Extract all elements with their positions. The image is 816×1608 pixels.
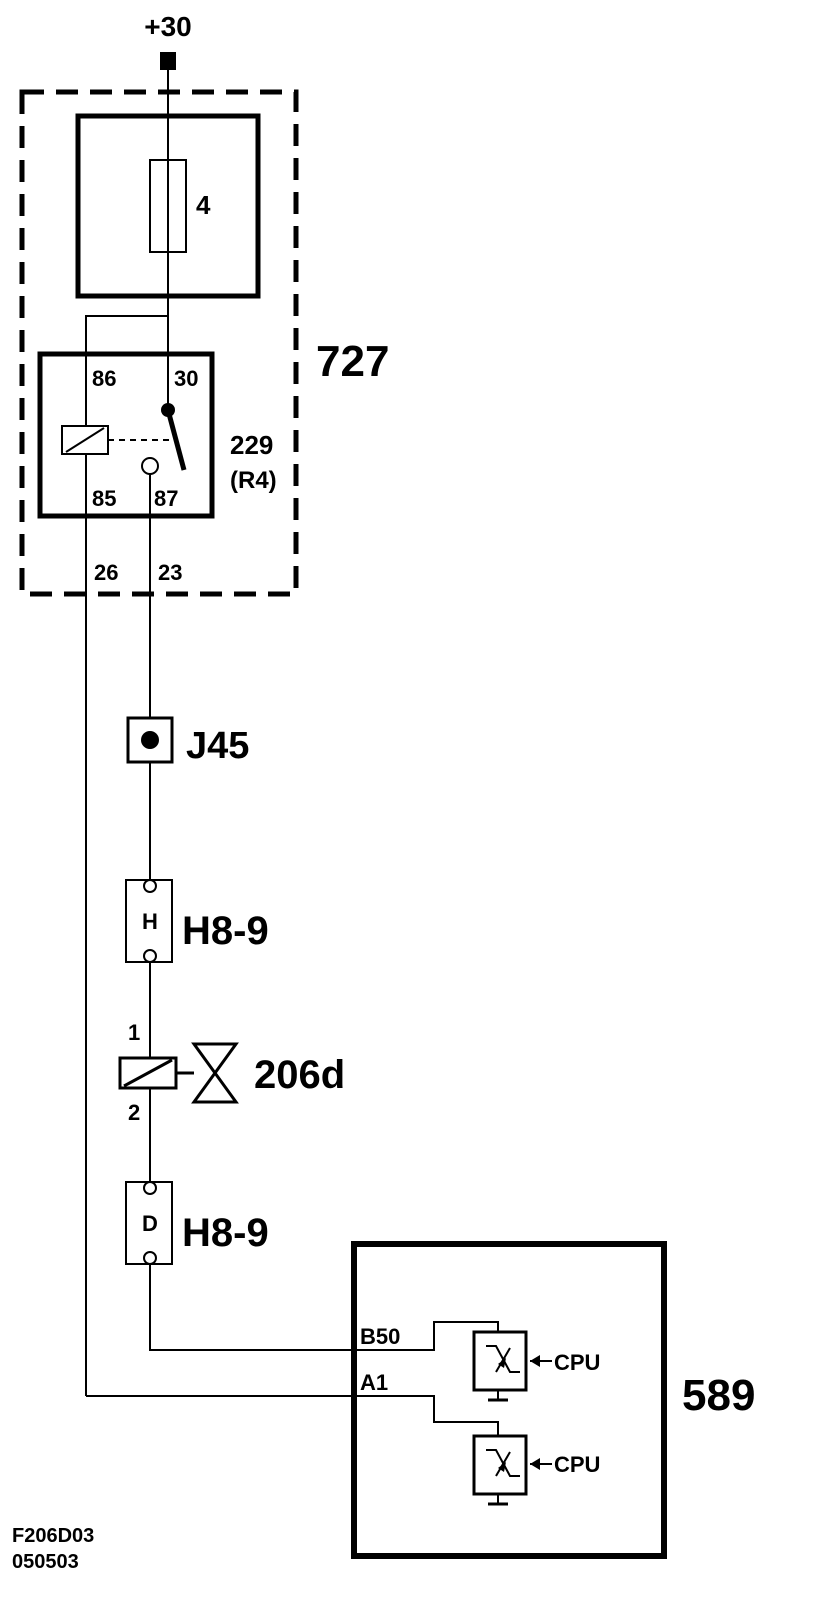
fuse-box-id: 727 [316, 337, 389, 386]
supply-label: +30 [144, 11, 192, 42]
fuse-holder [75, 113, 261, 299]
connector-top-id: H8-9 [182, 909, 269, 953]
connector-bottom-id: H8-9 [182, 1211, 269, 1255]
footer-date: 050503 [12, 1551, 79, 1573]
driver-2-arrow [498, 1462, 506, 1472]
relay-pin-86-label: 86 [92, 366, 116, 391]
wire-d-to-b50 [149, 1264, 356, 1351]
valve-symbol [191, 1042, 239, 1104]
driver-1-input-label: CPU [554, 1350, 600, 1375]
driver-1-box [472, 1330, 528, 1392]
relay-pin-85-label: 85 [92, 486, 116, 511]
driver-2-input-label: CPU [554, 1452, 600, 1477]
output-driver-2: CPU [472, 1434, 600, 1506]
relay-code: (R4) [230, 467, 277, 494]
relay-229-housing [37, 351, 215, 519]
driver-2-transistor-cross [495, 1451, 511, 1477]
connector-h-pin-bottom [143, 949, 157, 963]
connector-top-pin: H [142, 909, 158, 934]
connector-bottom-pin: D [142, 1211, 158, 1236]
footer-code: F206D03 [12, 1525, 94, 1547]
supply-terminal [160, 52, 176, 70]
relay-coil-diagonal [65, 427, 105, 453]
junction-dot [141, 731, 159, 749]
relay-pin-30-label: 30 [174, 366, 198, 391]
fuse-box-pin-26-label: 26 [94, 560, 118, 585]
fuse-number: 4 [196, 190, 211, 220]
solenoid-coil-diagonal [123, 1058, 173, 1088]
wire-fuse-to-pin-86 [85, 315, 168, 352]
fuse-box-727-outline [19, 89, 299, 597]
connector-d-pin-top [143, 1181, 157, 1195]
relay-id: 229 [230, 430, 273, 460]
solenoid-pin-2-label: 2 [128, 1100, 140, 1125]
solenoid-id: 206d [254, 1053, 345, 1097]
relay-contact-87 [141, 457, 159, 475]
pin-a1-label: A1 [360, 1370, 388, 1395]
driver-1-transistor-cross [495, 1347, 511, 1373]
connector-h-pin-top [143, 879, 157, 893]
connector-d-pin-bottom [143, 1251, 157, 1265]
relay-contact-arm [165, 409, 187, 471]
control-unit-589 [351, 1241, 667, 1559]
solenoid-pin-1-label: 1 [128, 1020, 140, 1045]
wire-b50-to-driver-1 [356, 1321, 499, 1351]
driver-1-input-arrow-icon [530, 1355, 540, 1367]
wire-a1-to-driver-2 [356, 1395, 499, 1436]
output-driver-1: CPU [472, 1330, 600, 1402]
driver-1-arrow [498, 1358, 506, 1368]
pin-b50-label: B50 [360, 1324, 400, 1349]
relay-pin-87-label: 87 [154, 486, 178, 511]
fuse-box-pin-23-label: 23 [158, 560, 182, 585]
control-unit-id: 589 [682, 1371, 755, 1420]
driver-2-box [472, 1434, 528, 1496]
junction-id: J45 [186, 725, 249, 767]
driver-2-input-arrow-icon [530, 1458, 540, 1470]
